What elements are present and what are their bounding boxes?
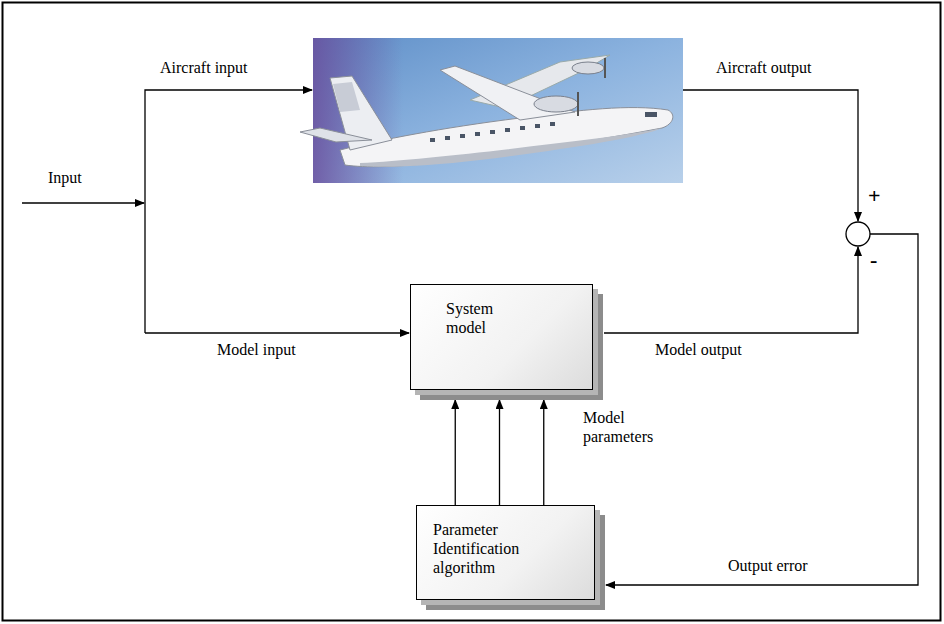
signal-label: Input <box>48 168 82 187</box>
parameter-arrow <box>543 400 544 505</box>
signal-label: Aircraft output <box>716 58 812 77</box>
sign-symbol: + <box>868 186 881 205</box>
algorithm-box: Parameter Identification algorithm <box>416 505 595 600</box>
sign-symbol: - <box>870 250 877 269</box>
signal-label: Model input <box>217 340 296 359</box>
process-box: System model <box>410 284 593 390</box>
signal-label: Aircraft input <box>160 58 248 77</box>
parameter-arrow <box>455 400 456 505</box>
aircraft-photo <box>300 38 683 183</box>
frame <box>3 3 941 621</box>
box-text: System model <box>446 299 518 337</box>
box-text: Parameter Identification algorithm <box>433 520 543 577</box>
parameter-arrow <box>499 400 500 505</box>
signal-label: Model parameters <box>583 408 663 446</box>
signal-label: Output error <box>728 556 808 575</box>
signal-label: Model output <box>655 340 742 359</box>
